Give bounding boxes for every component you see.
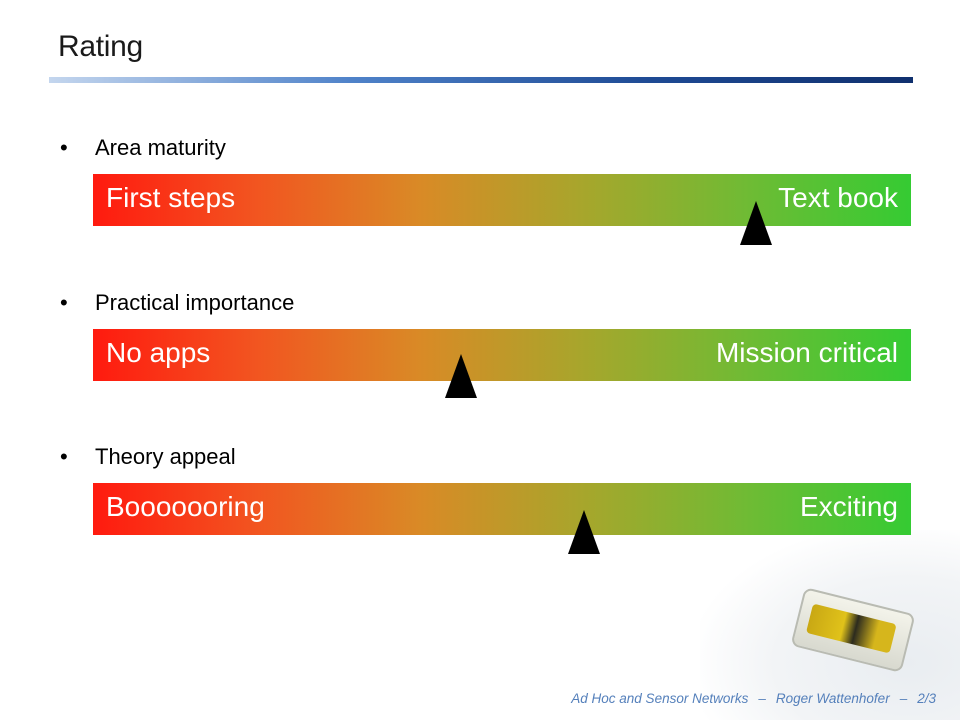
rating-marker-theory-appeal bbox=[567, 510, 600, 554]
rating-label: Area maturity bbox=[95, 135, 226, 160]
title-rule bbox=[49, 77, 913, 83]
rating-label: Theory appeal bbox=[95, 444, 236, 469]
scale-low-label: Booooooring bbox=[106, 491, 265, 522]
rating-label: Practical importance bbox=[95, 290, 295, 315]
bullet-dot: • bbox=[60, 444, 68, 469]
footer-separator: – bbox=[899, 691, 908, 706]
bullet-dot: • bbox=[60, 135, 68, 160]
footer-page-number: 2/3 bbox=[917, 691, 936, 706]
scale-high-label: Mission critical bbox=[715, 337, 898, 368]
rating-scale-bar-theory-appeal: Booooooring Exciting bbox=[93, 483, 911, 535]
scale-low-label: No apps bbox=[106, 337, 211, 368]
rating-scale-bar-area-maturity: First steps Text book bbox=[93, 174, 911, 226]
rating-marker-practical-importance bbox=[445, 354, 478, 398]
scale-high-label: Exciting bbox=[799, 491, 898, 522]
footer-course: Ad Hoc and Sensor Networks bbox=[571, 691, 749, 706]
bullet-dot: • bbox=[60, 290, 68, 315]
rating-scale-bar-practical-importance: No apps Mission critical bbox=[93, 329, 911, 381]
scale-high-label: Text book bbox=[778, 182, 898, 213]
scale-low-label: First steps bbox=[106, 182, 236, 213]
slide-footer: Ad Hoc and Sensor Networks–Roger Wattenh… bbox=[571, 691, 936, 706]
footer-author: Roger Wattenhofer bbox=[775, 691, 890, 706]
footer-separator: – bbox=[758, 691, 766, 706]
slide-title: Rating bbox=[58, 30, 143, 63]
sensor-node-board bbox=[805, 603, 897, 654]
rating-bullet-practical-importance: • Practical importance bbox=[60, 290, 294, 316]
rating-bullet-area-maturity: • Area maturity bbox=[60, 135, 226, 161]
rating-marker-area-maturity bbox=[739, 201, 772, 245]
rating-bullet-theory-appeal: • Theory appeal bbox=[60, 444, 236, 470]
